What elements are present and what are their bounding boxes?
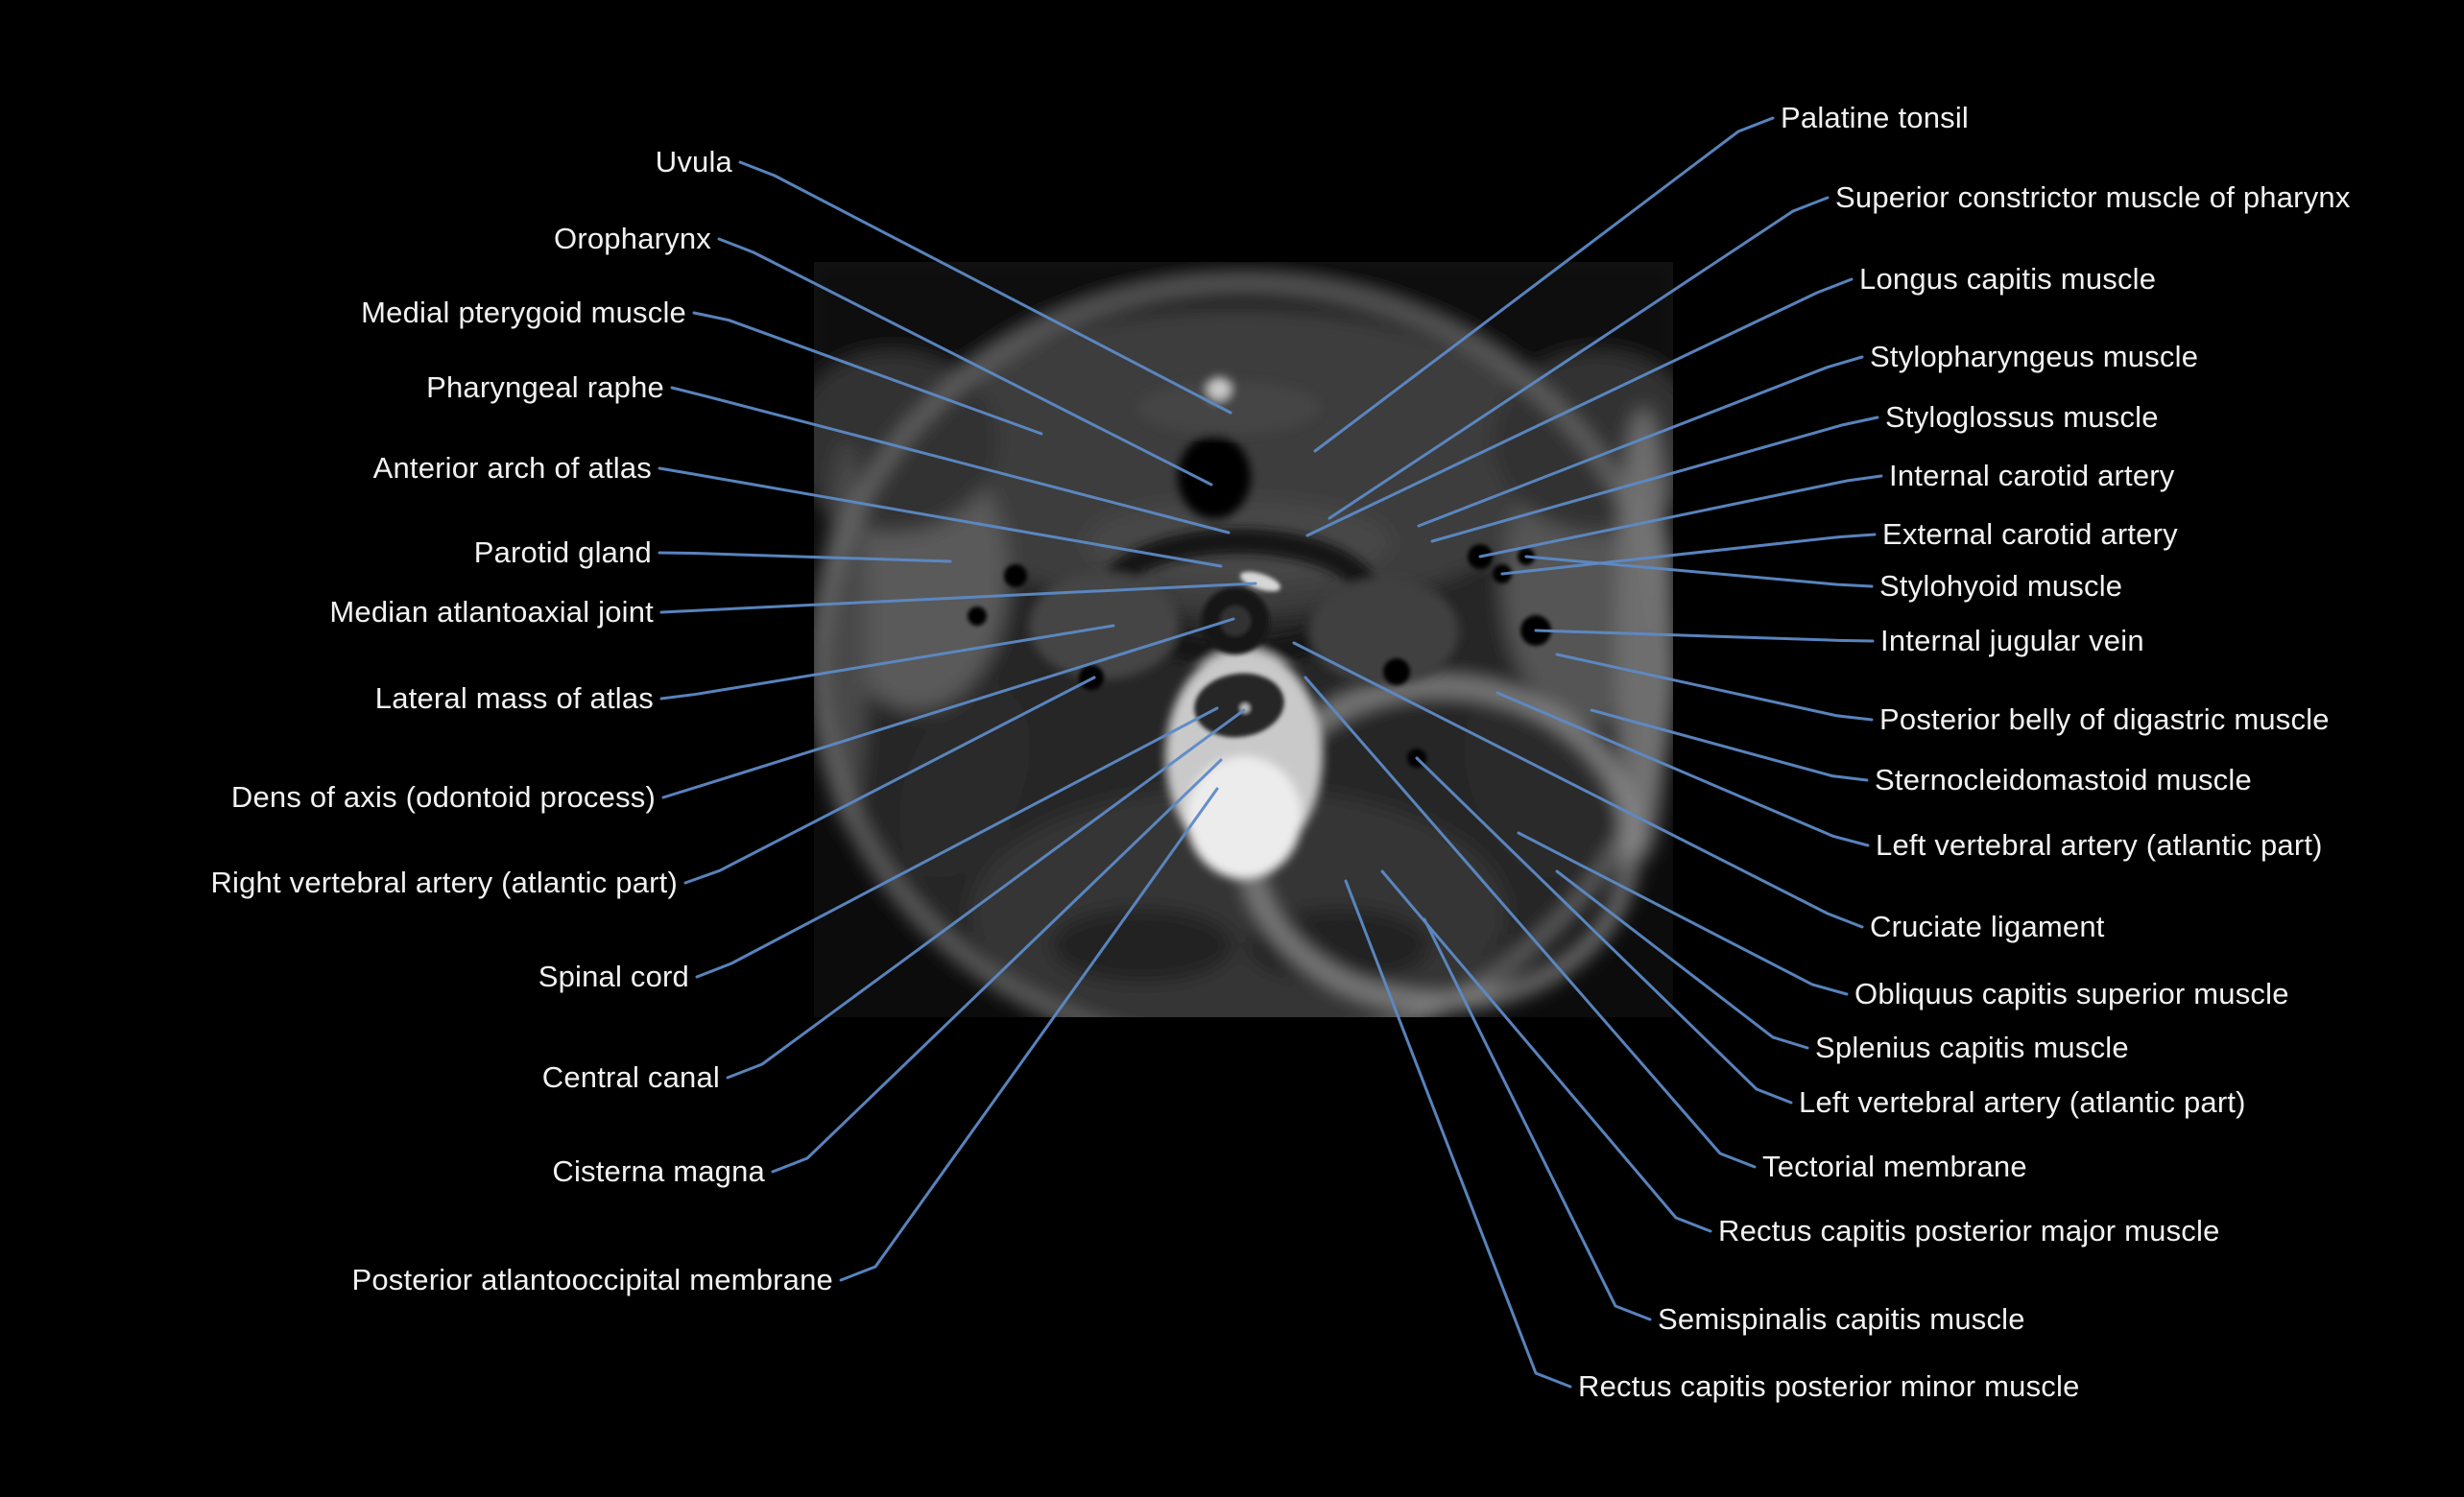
label-rectus-capitis-posterior-minor-muscle: Rectus capitis posterior minor muscle [1578, 1369, 2080, 1403]
label-stylohyoid-muscle: Stylohyoid muscle [1879, 569, 2123, 603]
mri-spinal-cord [1194, 673, 1284, 738]
label-internal-jugular-vein: Internal jugular vein [1880, 624, 2144, 657]
leader-line-splenius-capitis-muscle [1555, 869, 1809, 1050]
label-cruciate-ligament: Cruciate ligament [1870, 910, 2105, 943]
label-sternocleidomastoid-muscle: Sternocleidomastoid muscle [1875, 763, 2252, 796]
leader-line-stylohyoid-muscle [1524, 555, 1874, 588]
mri-oropharynx-airway [1178, 435, 1251, 519]
leader-line-rectus-capitis-posterior-major-muscle [1380, 869, 1712, 1233]
label-central-canal: Central canal [541, 1060, 720, 1094]
leader-line-parotid-gland [658, 551, 952, 563]
label-external-carotid-artery: External carotid artery [1882, 517, 2178, 551]
leader-line-internal-jugular-vein [1534, 629, 1875, 643]
leader-line-posterior-atlantooccipital-membrane [839, 787, 1219, 1282]
label-pharyngeal-raphe: Pharyngeal raphe [426, 370, 664, 404]
label-cisterna-magna: Cisterna magna [552, 1154, 765, 1188]
label-anterior-arch-of-atlas: Anterior arch of atlas [372, 451, 652, 485]
label-median-atlantoaxial-joint: Median atlantoaxial joint [329, 595, 654, 629]
leader-line-superior-constrictor-muscle-of-pharynx [1328, 196, 1830, 520]
label-tectorial-membrane: Tectorial membrane [1762, 1150, 2027, 1183]
leader-line-tectorial-membrane [1304, 676, 1757, 1169]
mri-right-scm [898, 686, 1031, 878]
label-uvula: Uvula [655, 145, 732, 178]
label-obliquus-capitis-superior-muscle: Obliquus capitis superior muscle [1854, 977, 2289, 1010]
label-dens-of-axis-odontoid-process: Dens of axis (odontoid process) [230, 780, 656, 814]
label-parotid-gland: Parotid gland [473, 535, 652, 569]
leader-line-posterior-belly-of-digastric-muscle [1555, 653, 1874, 722]
label-posterior-atlantooccipital-membrane: Posterior atlantooccipital membrane [351, 1263, 833, 1296]
mri-left-scm [1464, 685, 1598, 879]
leader-line-left-vertebral-artery-atlantic-part-2 [1415, 756, 1793, 1105]
leader-line-stylopharyngeus-muscle [1417, 355, 1864, 528]
leader-line-semispinalis-capitis-muscle [1423, 917, 1652, 1321]
label-oropharynx: Oropharynx [554, 222, 711, 255]
label-palatine-tonsil: Palatine tonsil [1781, 101, 1970, 134]
leader-line-central-canal [726, 708, 1246, 1080]
mri-soft-palate [1137, 381, 1320, 435]
leader-line-anterior-arch-of-atlas [658, 466, 1223, 568]
label-rectus-capitis-posterior-major-muscle: Rectus capitis posterior major muscle [1718, 1214, 2220, 1248]
leader-line-palatine-tonsil [1313, 116, 1775, 453]
label-spinal-cord: Spinal cord [538, 960, 689, 993]
label-superior-constrictor-muscle-of-pharynx: Superior constrictor muscle of pharynx [1835, 180, 2351, 214]
label-longus-capitis-muscle: Longus capitis muscle [1859, 262, 2157, 296]
mri-skin-rim [814, 278, 1672, 1017]
leader-line-spinal-cord [695, 706, 1219, 979]
leader-line-pharyngeal-raphe [670, 386, 1231, 535]
leader-line-cruciate-ligament [1292, 641, 1864, 929]
label-splenius-capitis-muscle: Splenius capitis muscle [1815, 1031, 2129, 1064]
mri-uvula-bright-spot [1208, 377, 1231, 400]
leader-line-median-atlantoaxial-joint [659, 582, 1257, 614]
label-medial-pterygoid-muscle: Medial pterygoid muscle [361, 296, 686, 329]
leader-line-oropharynx [717, 237, 1213, 487]
mri-median-atlantoaxial-joint [1239, 571, 1281, 592]
label-styloglossus-muscle: Styloglossus muscle [1885, 400, 2159, 434]
leader-line-external-carotid-artery [1500, 533, 1877, 576]
mri-lateral-mass-left [1309, 578, 1459, 685]
label-lateral-mass-of-atlas: Lateral mass of atlas [374, 681, 654, 715]
mri-cisterna-magna-bright [1186, 756, 1302, 879]
leader-line-right-vertebral-artery-atlantic-part [683, 676, 1096, 885]
leader-line-longus-capitis-muscle [1305, 277, 1854, 537]
leader-line-lateral-mass-of-atlas [659, 624, 1115, 701]
leader-line-uvula [738, 160, 1232, 415]
mri-lateral-mass-right [1029, 572, 1179, 679]
leader-line-obliquus-capitis-superior-muscle [1517, 831, 1849, 996]
leader-line-rectus-capitis-posterior-minor-muscle [1344, 879, 1572, 1389]
label-left-vertebral-artery-atlantic-part: Left vertebral artery (atlantic part) [1876, 828, 2323, 862]
leader-line-dens-of-axis-odontoid-process [661, 617, 1235, 799]
leader-line-medial-pterygoid-muscle [692, 311, 1043, 436]
mri-left-vertebral-artery [1383, 658, 1410, 685]
leader-line-sternocleidomastoid-muscle [1590, 708, 1869, 782]
label-semispinalis-capitis-muscle: Semispinalis capitis muscle [1658, 1302, 2025, 1336]
label-left-vertebral-artery-atlantic-part-2: Left vertebral artery (atlantic part) [1799, 1085, 2246, 1119]
leader-line-left-vertebral-artery-atlantic-part [1495, 691, 1870, 847]
label-stylopharyngeus-muscle: Stylopharyngeus muscle [1870, 340, 2199, 373]
leader-line-styloglossus-muscle [1430, 416, 1879, 543]
label-right-vertebral-artery-atlantic-part: Right vertebral artery (atlantic part) [210, 866, 678, 899]
label-posterior-belly-of-digastric-muscle: Posterior belly of digastric muscle [1879, 702, 2330, 736]
mri-fine-structures-group [1194, 571, 1284, 738]
leader-line-internal-carotid-artery [1478, 474, 1883, 558]
label-internal-carotid-artery: Internal carotid artery [1889, 459, 2175, 492]
leader-line-cisterna-magna [771, 758, 1223, 1174]
